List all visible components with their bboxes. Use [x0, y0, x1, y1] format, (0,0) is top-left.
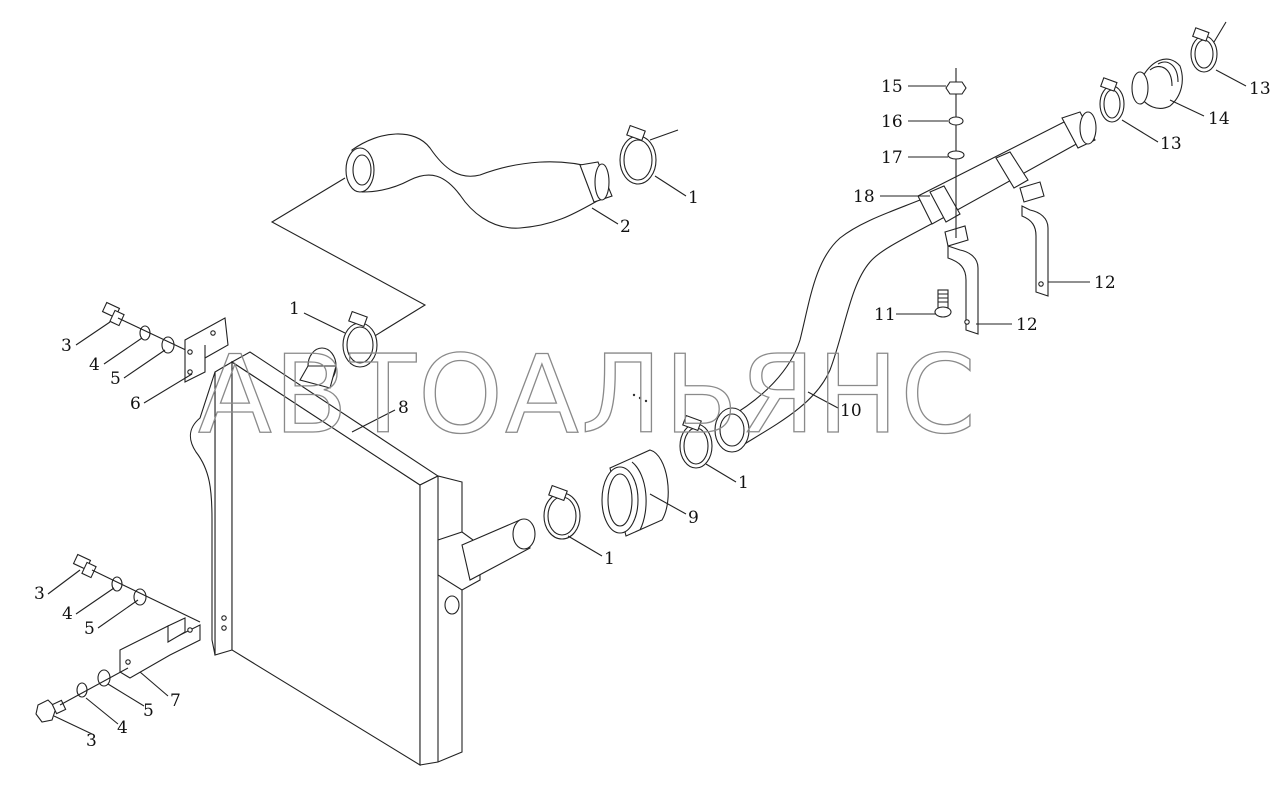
charge-air-pipe — [714, 199, 936, 453]
callout-4: 4 — [89, 355, 100, 375]
callout-11: 11 — [874, 305, 896, 325]
callout-7: 7 — [170, 691, 181, 711]
hose-clamp-bottom — [543, 484, 581, 540]
pipe-bracket-rear — [1019, 181, 1049, 297]
hose-clamp-left — [299, 310, 378, 389]
upper-hose — [345, 133, 613, 229]
bellows-boot — [1131, 58, 1183, 109]
callout-1: 1 — [738, 473, 749, 493]
callout-9: 9 — [688, 508, 699, 528]
callout-5: 5 — [110, 369, 121, 389]
callout-5: 5 — [84, 619, 95, 639]
watermark-text: АВТОАЛЬЯНС — [198, 333, 978, 458]
clamp-13-upper — [1190, 21, 1227, 73]
callout-18: 18 — [853, 187, 875, 207]
callout-1: 1 — [604, 549, 615, 569]
callout-15: 15 — [881, 77, 903, 97]
assembly-path-lines — [270, 177, 427, 346]
callout-8: 8 — [398, 398, 409, 418]
stud-with-nut-washers — [945, 68, 967, 238]
callout-13: 13 — [1160, 134, 1182, 154]
callout-1: 1 — [688, 188, 699, 208]
callout-6: 6 — [130, 394, 141, 414]
callout-10: 10 — [840, 401, 862, 421]
callout-2: 2 — [620, 217, 631, 237]
callout-3: 3 — [34, 584, 45, 604]
bottom-fastener-stack — [35, 667, 129, 723]
hose-clamp-top — [619, 124, 679, 185]
dot-mark — [632, 393, 648, 403]
callout-1: 1 — [289, 299, 300, 319]
callout-4: 4 — [62, 604, 73, 624]
callout-12: 12 — [1094, 273, 1116, 293]
callout-12: 12 — [1016, 315, 1038, 335]
lower-mounting-bracket — [119, 617, 201, 679]
leader-lines — [47, 69, 1247, 735]
top-fastener-stack — [101, 301, 191, 354]
callout-4: 4 — [117, 718, 128, 738]
callout-3: 3 — [86, 731, 97, 751]
callout-3: 3 — [61, 336, 72, 356]
pipe-bracket-front — [944, 225, 979, 335]
middle-fastener-stack — [72, 553, 201, 623]
hose-clamp-middle — [679, 414, 713, 469]
callout-14: 14 — [1208, 109, 1230, 129]
callout-16: 16 — [881, 112, 903, 132]
clamp-13-lower — [1099, 77, 1125, 123]
top-mounting-bracket — [184, 317, 229, 383]
callout-labels: 1 2 1 3 4 5 6 8 3 4 5 7 5 4 3 1 9 1 10 1… — [34, 77, 1271, 751]
callout-17: 17 — [881, 148, 903, 168]
upper-tube — [917, 111, 1097, 225]
callout-5: 5 — [143, 701, 154, 721]
radiator-outlet-pipe — [461, 518, 536, 581]
callout-13: 13 — [1249, 79, 1271, 99]
bracket-bolt — [934, 289, 952, 318]
coupling-sleeve — [601, 449, 669, 537]
